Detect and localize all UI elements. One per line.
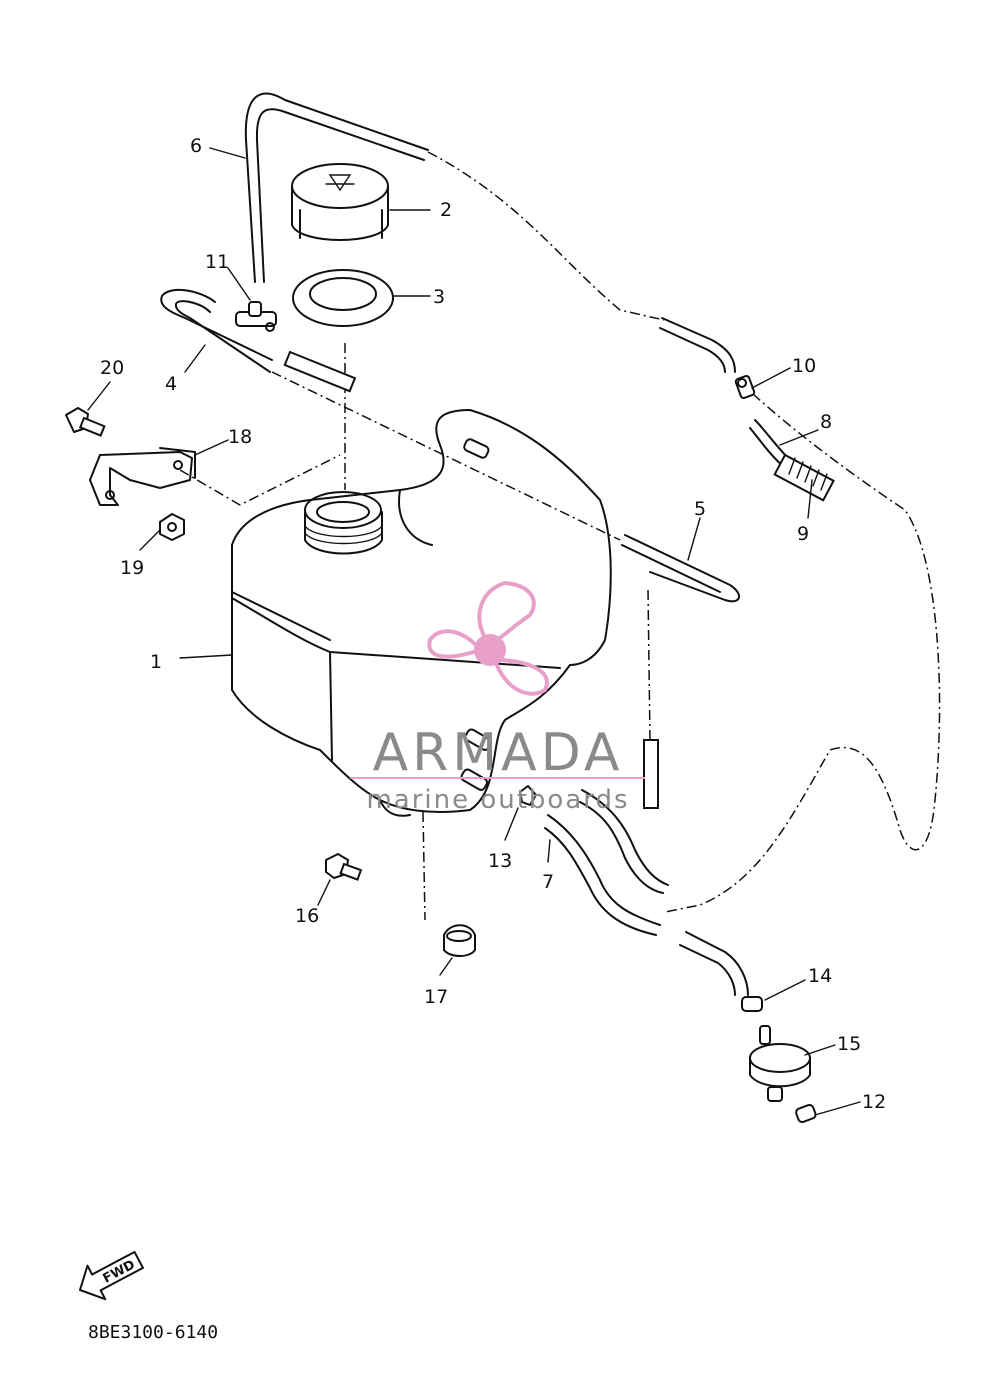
armada-watermark: ARMADA marine outboards	[350, 580, 645, 815]
bracket-18	[89, 447, 196, 506]
fwd-arrow: FWD	[79, 1250, 144, 1301]
callout-1: 1	[150, 651, 162, 673]
bolt-20	[65, 407, 106, 437]
filter-15	[749, 1025, 811, 1102]
drawing-code: 8BE3100-6140	[88, 1322, 218, 1343]
callout-11: 11	[205, 251, 229, 273]
bolt-16	[325, 853, 363, 881]
callout-12: 12	[862, 1091, 886, 1113]
fitting-10	[734, 375, 756, 399]
seal-3	[292, 269, 394, 327]
hose-7	[544, 789, 669, 936]
clamp-14	[741, 996, 763, 1012]
fwd-label: FWD	[101, 1257, 138, 1286]
callout-13: 13	[488, 850, 512, 872]
callout-18: 18	[228, 426, 252, 448]
callout-14: 14	[808, 965, 832, 987]
callout-2: 2	[440, 199, 452, 221]
hose-6	[244, 92, 429, 283]
hose-4	[160, 288, 273, 373]
leader-lines	[87, 147, 861, 1116]
t-fitting-11	[235, 301, 277, 332]
hose-lower-right	[679, 931, 749, 996]
callout-15: 15	[837, 1033, 861, 1055]
clamp-12	[795, 1103, 817, 1124]
tank-1	[231, 409, 612, 817]
callout-8: 8	[820, 411, 832, 433]
watermark-tagline: marine outboards	[366, 785, 629, 815]
grommet-17	[443, 924, 476, 957]
hose-short-mid	[283, 350, 357, 393]
callout-9: 9	[797, 523, 809, 545]
routing-lines	[179, 151, 941, 921]
callout-20: 20	[100, 357, 124, 379]
callout-17: 17	[424, 986, 448, 1008]
callout-5: 5	[694, 498, 706, 520]
callout-6: 6	[190, 135, 202, 157]
hose-5	[621, 534, 740, 603]
callout-10: 10	[792, 355, 816, 377]
propeller-hub	[474, 634, 506, 666]
callout-3: 3	[433, 286, 445, 308]
callout-16: 16	[295, 905, 319, 927]
hose-vertical	[643, 739, 659, 809]
callout-labels: 1 2 3 4 5 6 7 8 9 10 11 12 13 14 15 16 1…	[100, 135, 886, 1113]
callout-7: 7	[542, 871, 554, 893]
nut-19	[159, 513, 185, 541]
spring-9	[773, 453, 835, 502]
callout-4: 4	[165, 373, 177, 395]
cap-2	[291, 163, 389, 241]
clip-13	[519, 785, 537, 806]
propeller-logo	[427, 580, 549, 696]
callout-19: 19	[120, 557, 144, 579]
watermark-brand: ARMADA	[373, 723, 624, 783]
hose-6b	[659, 317, 736, 373]
